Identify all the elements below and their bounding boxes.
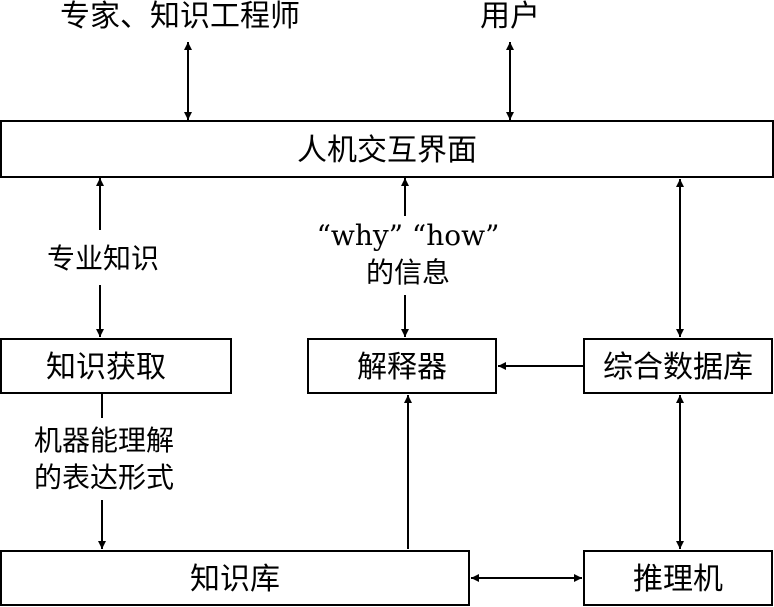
edge-why-how-label-2: 的信息: [366, 256, 450, 289]
edge-why-how-label-1: “why” “how”: [317, 219, 500, 252]
edge-machine-form-label-2: 的表达形式: [34, 461, 174, 494]
node-knowledge-acquisition-box: [0, 338, 232, 394]
node-knowledge-base-box: [0, 550, 470, 606]
node-knowledge-base-label: 知识库: [190, 562, 280, 597]
node-inference-engine-label: 推理机: [633, 562, 723, 597]
node-explainer-box: [307, 338, 497, 394]
actor-experts-label: 专家、知识工程师: [60, 0, 300, 34]
actor-user-label: 用户: [480, 0, 540, 34]
node-inference-engine-box: [583, 550, 773, 606]
edge-professional-knowledge-label: 专业知识: [47, 242, 159, 275]
edge-machine-form-label-1: 机器能理解: [34, 424, 174, 457]
node-explainer-label: 解释器: [357, 350, 447, 385]
node-hci-label: 人机交互界面: [297, 133, 477, 168]
node-hci-box: [0, 120, 774, 178]
node-database-label: 综合数据库: [603, 350, 753, 385]
node-knowledge-acquisition-label: 知识获取: [46, 350, 166, 385]
